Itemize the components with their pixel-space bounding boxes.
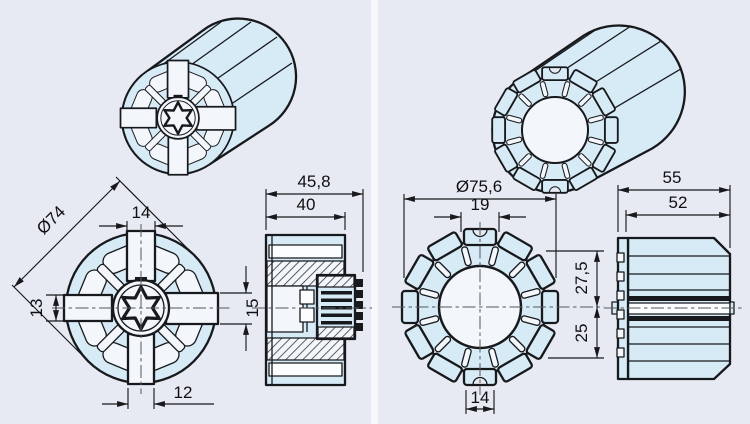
dim-label-top-tab: 19 xyxy=(471,195,490,214)
dim-label-diameter: Ø75,6 xyxy=(456,177,502,196)
dim-label-body-length: 52 xyxy=(669,193,688,212)
dim-right-top-tab: 19 xyxy=(434,195,526,232)
panel-separator xyxy=(371,0,378,424)
hatch-band-bottom xyxy=(266,337,345,361)
rib-line xyxy=(163,21,222,65)
dim-label-overall-length: 55 xyxy=(663,168,682,187)
ring-slot xyxy=(488,246,499,267)
right-side-view xyxy=(604,236,742,381)
dim-right-notch: 15 xyxy=(220,266,262,351)
dim-right-diameter: Ø75,6 xyxy=(403,177,557,278)
dim-left-side-overall: 45,8 xyxy=(265,172,364,272)
dim-left-side-body: 40 xyxy=(265,195,346,230)
left-3d-view xyxy=(119,17,298,176)
dim-label-overall-length: 45,8 xyxy=(297,172,330,191)
dim-right-lower-half: 25 xyxy=(548,306,604,359)
dim-label-upper-half: 27,5 xyxy=(572,261,591,294)
dim-label-right-notch: 15 xyxy=(243,299,262,318)
dim-right-bottom-tab: 14 xyxy=(465,388,495,414)
drive-hub xyxy=(315,273,363,341)
hub-tooth xyxy=(355,279,363,287)
dim-right-side-body: 52 xyxy=(625,193,731,232)
dim-label-lower-half: 25 xyxy=(572,324,591,343)
left-side-view xyxy=(252,233,372,387)
dim-label-top-slot: 14 xyxy=(132,203,151,222)
dim-left-notch: 13 xyxy=(27,294,64,322)
flange-notch xyxy=(616,252,625,263)
dim-left-top-slot: 14 xyxy=(99,203,183,232)
dim-label-bottom-slot: 12 xyxy=(174,383,193,402)
dim-label-body-length: 40 xyxy=(297,195,316,214)
dim-right-upper-half: 27,5 xyxy=(546,250,604,308)
dim-label-left-notch: 13 xyxy=(27,299,46,318)
dim-label-bottom-tab: 14 xyxy=(471,388,490,407)
rib-line xyxy=(533,29,596,73)
dim-right-side-overall: 55 xyxy=(617,168,731,248)
dim-left-bottom-slot: 12 xyxy=(102,383,214,409)
right-3d-view xyxy=(492,24,686,192)
dim-label-diameter: Ø74 xyxy=(33,202,69,238)
